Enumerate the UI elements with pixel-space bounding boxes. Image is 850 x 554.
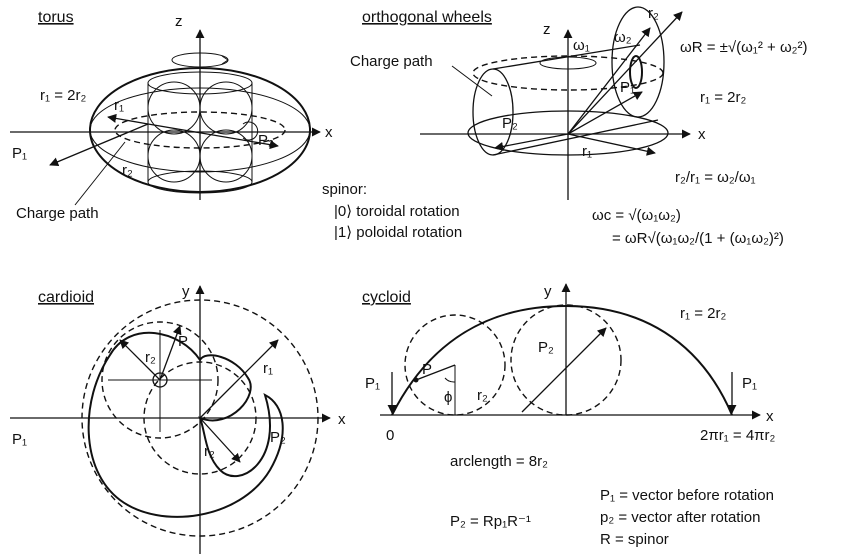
wheels-omegaR-vector xyxy=(567,11,683,135)
cycloid-rolling-circle-2 xyxy=(510,304,622,416)
cardioid-rolling-circle xyxy=(101,321,219,439)
cycloid-end-label: 2πr₁ = 4πr₂ xyxy=(700,427,776,444)
wheels-r2-vector xyxy=(567,27,651,135)
torus-circle-1 xyxy=(147,81,201,135)
wheels-z-label: z xyxy=(543,21,551,38)
cardioid-p-label: P xyxy=(178,333,188,350)
cardioid-p-vector xyxy=(159,325,182,381)
wheels-p1-vector xyxy=(567,91,643,135)
torus-r2-vector xyxy=(49,123,149,167)
cycloid-legend-3: R = spinor xyxy=(600,531,669,548)
wheels-cylinder-top xyxy=(492,44,641,70)
cycloid-origin-label: 0 xyxy=(386,427,394,444)
wheels-x-label: x xyxy=(698,126,706,143)
torus-circle-2 xyxy=(199,81,253,135)
cardioid-title: cardioid xyxy=(38,289,94,306)
cardioid-r2-lower-label: r₂ xyxy=(204,443,215,460)
cardioid-r1-label: r₁ xyxy=(263,360,273,377)
torus-rotation-arrowhead xyxy=(221,55,229,65)
cardioid-outer-dashed-circle xyxy=(81,299,319,537)
torus-circle-4 xyxy=(199,129,253,183)
wheels-p1-rotation xyxy=(629,55,643,89)
torus-charge-pointer xyxy=(74,141,126,206)
wheels-charge-pointer xyxy=(451,65,493,97)
wheels-omega2-label: ω₂ xyxy=(614,29,632,46)
cycloid-panel: cycloid y x r₁ = 2r₂ P P₁ P₁ P₂ r₂ ϕ 0 2… xyxy=(362,283,776,548)
cycloid-p2-label: P₂ xyxy=(538,339,554,356)
torus-charge-path-label: Charge path xyxy=(16,205,99,222)
cardioid-r2-upper-label: r₂ xyxy=(145,349,156,366)
spinor-line-0: |0⟩ toroidal rotation xyxy=(334,203,460,220)
cycloid-x-label: x xyxy=(766,408,774,425)
torus-title: torus xyxy=(38,9,74,26)
torus-r1-vector xyxy=(107,113,149,125)
cycloid-rolling-circle-1 xyxy=(404,314,506,416)
cycloid-p-point xyxy=(413,377,419,383)
wheels-vertical-wheel xyxy=(611,6,665,118)
spinor-legend: spinor: |0⟩ toroidal rotation |1⟩ poloid… xyxy=(322,181,462,241)
wheels-charge-ellipse xyxy=(472,68,514,156)
torus-p2-rotation xyxy=(242,121,259,141)
cardioid-p1-label: P₁ xyxy=(12,431,27,448)
torus-p2-vector xyxy=(147,123,279,150)
cycloid-arclength: arclength = 8r₂ xyxy=(450,453,548,470)
torus-r2-label: r₂ xyxy=(122,162,133,179)
wheels-title: orthogonal wheels xyxy=(362,9,492,26)
wheels-omegac-eq-2: = ωR√(ω₁ω₂/(1 + (ω₁ω₂)²) xyxy=(612,230,784,247)
cycloid-p1-left-label: P₁ xyxy=(365,375,380,392)
cycloid-p2-vector xyxy=(521,327,607,413)
cycloid-r2-label: r₂ xyxy=(477,387,488,404)
wheels-omegaR-eq: ωR = ±√(ω₁² + ω₂²) xyxy=(680,39,808,56)
cardioid-base-circle xyxy=(143,361,257,475)
cycloid-legend-1: P₁ = vector before rotation xyxy=(600,487,774,504)
wheels-r1-label: r₁ xyxy=(582,143,592,160)
cycloid-p1-right-label: P₁ xyxy=(742,375,757,392)
torus-z-label: z xyxy=(175,13,183,30)
cycloid-y-label: y xyxy=(544,283,552,300)
cycloid-p-label: P xyxy=(422,361,432,378)
torus-circle-3 xyxy=(147,129,201,183)
wheels-cylinder-bottom xyxy=(492,119,659,156)
cycloid-legend-2: p₂ = vector after rotation xyxy=(600,509,761,526)
torus-r1-label: r₁ xyxy=(114,97,124,114)
wheels-panel: orthogonal wheels z x Charge path ω₁ ω₂ … xyxy=(350,5,808,247)
wheels-ratio-eq: r₂/r₁ = ω₂/ω₁ xyxy=(675,169,756,186)
cycloid-p-radius xyxy=(415,364,456,381)
wheels-r1-eq: r₁ = 2r₂ xyxy=(700,89,746,106)
cycloid-p2-equation: P₂ = Rp₁R⁻¹ xyxy=(450,513,531,530)
wheels-r1-vector xyxy=(567,133,656,156)
spinor-line-1: |1⟩ poloidal rotation xyxy=(334,224,462,241)
wheels-base-wheel xyxy=(467,110,669,156)
cycloid-r1-eq: r₁ = 2r₂ xyxy=(680,305,726,322)
cardioid-r2-upper-vector xyxy=(119,339,161,381)
torus-p1-label: P₁ xyxy=(12,145,27,162)
cardioid-r2-lower-vector xyxy=(199,417,241,463)
cardioid-curve xyxy=(87,331,284,518)
spinor-heading: spinor: xyxy=(322,181,367,198)
cardioid-y-label: y xyxy=(182,283,190,300)
torus-x-label: x xyxy=(325,124,333,141)
cardioid-r1-vector xyxy=(199,339,279,419)
cardioid-p2-label: P₂ xyxy=(270,429,286,446)
cardioid-panel: cardioid y x P₁ P₂ P r₂ r₁ r₂ xyxy=(10,283,346,554)
cycloid-arch xyxy=(391,304,733,416)
torus-charge-ellipse xyxy=(114,111,286,149)
wheels-omega1-label: ω₁ xyxy=(573,37,590,54)
wheels-p2-vector xyxy=(494,133,569,151)
wheels-p1-label: P₁ xyxy=(620,79,635,96)
wheels-p2-label: P₂ xyxy=(502,115,518,132)
cycloid-phi-arc xyxy=(444,377,456,383)
cycloid-phi-label: ϕ xyxy=(444,389,452,406)
torus-panel: torus z x r₁ = 2r₂ r₁ r₂ P₁ xyxy=(10,9,333,222)
wheels-r2-label: r₂ xyxy=(648,5,659,22)
cardioid-x-label: x xyxy=(338,411,346,428)
torus-r1-eq: r₁ = 2r₂ xyxy=(40,87,86,104)
torus-mid-ellipse xyxy=(89,87,311,173)
wheels-charge-path-label: Charge path xyxy=(350,53,433,70)
torus-p2-label: P₂ xyxy=(258,132,274,149)
cycloid-title: cycloid xyxy=(362,289,411,306)
wheels-omegac-eq-1: ωc = √(ω₁ω₂) xyxy=(592,207,681,224)
